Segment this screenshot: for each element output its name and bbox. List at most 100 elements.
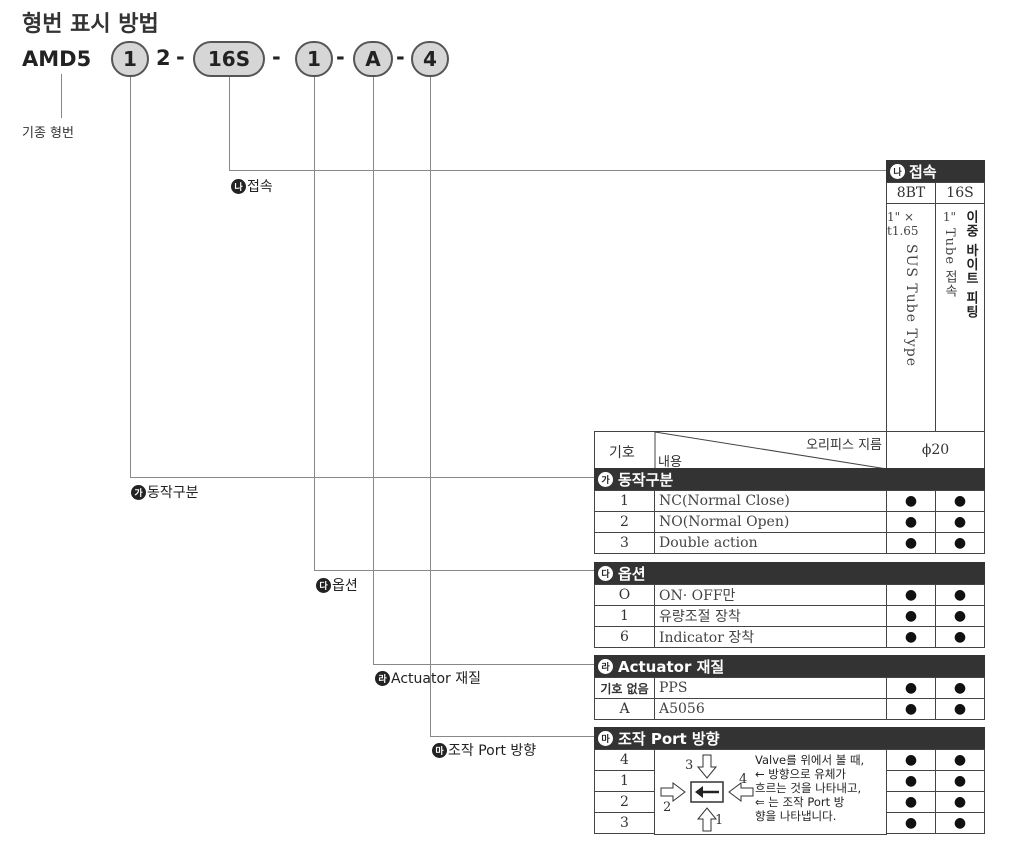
code-separator: -: [336, 45, 345, 69]
connection-col-8bt: 8BT: [886, 182, 936, 204]
row-code: 3: [594, 812, 655, 834]
row-code: O: [594, 584, 655, 606]
dot-icon: ●: [886, 770, 936, 792]
label-option: 다 옵션: [316, 575, 358, 595]
row-desc: PPS: [654, 677, 887, 699]
dot-icon: ●: [886, 605, 936, 627]
code-option-pill: 1: [295, 41, 333, 77]
badge-icon: 라: [598, 658, 613, 674]
dot-icon: ●: [935, 490, 985, 512]
port-number: 3: [685, 758, 694, 773]
badge-icon: 마: [432, 742, 447, 758]
section-port-header: 마 조작 Port 방향: [594, 727, 985, 749]
row-desc: Indicator 장착: [654, 626, 887, 648]
dot-icon: ●: [886, 749, 936, 771]
dot-icon: ●: [886, 791, 936, 813]
badge-icon: 가: [131, 484, 146, 500]
label-actuator: 라 Actuator 재질: [375, 668, 481, 688]
leader-line-action: [130, 77, 131, 478]
dot-icon: ●: [935, 605, 985, 627]
leader-line-connection: [229, 77, 230, 171]
diagonal-divider: [654, 432, 888, 470]
row-code: A: [594, 698, 655, 720]
code-connection-pill: 16S: [193, 41, 265, 77]
head-phi: ϕ20: [886, 431, 985, 469]
connection-header: 나 접속: [886, 160, 985, 182]
row-desc: NC(Normal Close): [654, 490, 887, 512]
port-diagram-cell: 3 4 2 1 Valve를 위에서 볼 때, ← 방향으로 유체가 흐르는 것…: [654, 749, 887, 835]
dot-icon: ●: [886, 584, 936, 606]
row-code: 1: [594, 490, 655, 512]
row-desc: NO(Normal Open): [654, 511, 887, 533]
dot-icon: ●: [935, 584, 985, 606]
leader-line-actuator: [373, 77, 374, 665]
port-number: 4: [739, 772, 748, 787]
dot-icon: ●: [935, 532, 985, 554]
head-desc: 내용: [658, 455, 682, 470]
dot-icon: ●: [886, 677, 936, 699]
connection-col-16s: 16S: [935, 182, 985, 204]
base-model-caption: 기종 형번: [22, 126, 74, 141]
code-separator: -: [272, 45, 281, 69]
row-desc: A5056: [654, 698, 887, 720]
badge-icon: 라: [375, 670, 390, 686]
connection-desc-16s: 이중 바이트 피팅 1" Tube 접속: [935, 203, 985, 432]
section-action-header: 가 동작구분: [594, 468, 985, 490]
dot-icon: ●: [935, 791, 985, 813]
row-desc: Double action: [654, 532, 887, 554]
page-title: 형번 표시 방법: [22, 12, 159, 37]
badge-icon: 나: [231, 178, 246, 194]
badge-icon: 마: [598, 730, 613, 746]
dot-icon: ●: [935, 698, 985, 720]
dot-icon: ●: [886, 511, 936, 533]
dot-icon: ●: [935, 626, 985, 648]
row-desc: ON· OFF만: [654, 584, 887, 606]
code-actuator-pill: A: [353, 41, 393, 77]
row-code: 3: [594, 532, 655, 554]
head-code: 기호: [609, 445, 635, 461]
dot-icon: ●: [886, 490, 936, 512]
dot-icon: ●: [886, 812, 936, 834]
code-separator: -: [396, 45, 405, 69]
section-actuator-header: 라 Actuator 재질: [594, 655, 985, 677]
port-note: Valve를 위에서 볼 때, ← 방향으로 유체가 흐르는 것을 나타내고, …: [755, 753, 865, 823]
code-action-pill: 1: [111, 41, 149, 77]
port-direction-diagram: [660, 754, 754, 832]
row-code: 2: [594, 791, 655, 813]
section-option-header: 다 옵션: [594, 562, 985, 584]
leader-line-action: [130, 477, 597, 478]
port-number: 2: [663, 800, 672, 815]
dot-icon: ●: [935, 749, 985, 771]
head-orifice: 오리피스 지름: [806, 438, 882, 453]
leader-line-option: [314, 570, 597, 571]
leader-line-connection: [229, 170, 887, 171]
label-action: 가 동작구분: [131, 482, 199, 502]
badge-icon: 나: [890, 163, 905, 179]
leader-line-port: [430, 736, 597, 737]
row-code: 1: [594, 770, 655, 792]
row-code: 4: [594, 749, 655, 771]
dot-icon: ●: [886, 698, 936, 720]
leader-line-actuator: [373, 664, 597, 665]
code-separator: -: [176, 45, 185, 69]
row-code: 1: [594, 605, 655, 627]
dot-icon: ●: [935, 677, 985, 699]
leader-line-port: [430, 77, 431, 737]
dot-icon: ●: [886, 626, 936, 648]
code-port-pill: 4: [411, 41, 449, 77]
label-connection: 나 접속: [231, 176, 273, 196]
dot-icon: ●: [935, 812, 985, 834]
code-size-digit: 2: [156, 46, 171, 70]
dot-icon: ●: [935, 770, 985, 792]
row-desc: 유량조절 장착: [654, 605, 887, 627]
badge-icon: 다: [598, 565, 613, 581]
label-port: 마 조작 Port 방향: [432, 740, 536, 760]
badge-icon: 다: [316, 577, 331, 593]
row-code: 6: [594, 626, 655, 648]
leader-line: [61, 74, 62, 118]
dot-icon: ●: [935, 511, 985, 533]
row-code: 기호 없음: [594, 677, 655, 699]
leader-line-option: [314, 77, 315, 571]
model-prefix: AMD5: [22, 47, 92, 71]
port-number: 1: [715, 813, 724, 828]
